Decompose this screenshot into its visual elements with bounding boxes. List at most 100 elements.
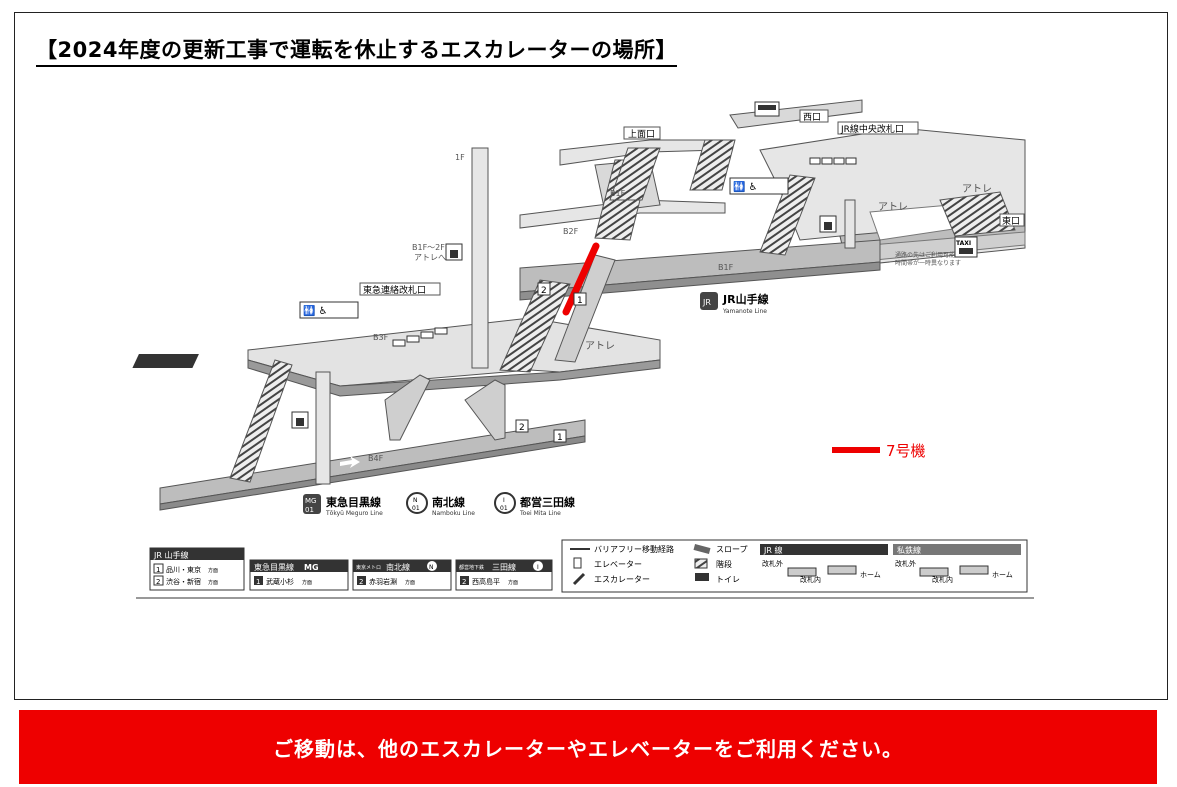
- svg-text:エスカレーター: エスカレーター: [594, 575, 650, 584]
- label-jr-central-gate: JR線中央改札口: [837, 121, 919, 135]
- taxi-icon: TAXI: [954, 236, 978, 258]
- svg-text:渋谷・新宿: 渋谷・新宿: [166, 577, 201, 586]
- svg-text:I: I: [503, 497, 505, 504]
- station-map: 1F B1F B1F B2F B3F B4F 上面口 西口 東口 JR線中央改札…: [132, 99, 1034, 599]
- svg-text:エレベーター: エレベーター: [594, 560, 642, 569]
- elevator-icon: [445, 243, 463, 261]
- svg-text:🚻 ♿: 🚻 ♿: [733, 180, 758, 193]
- svg-text:上面口: 上面口: [628, 129, 655, 140]
- svg-text:1: 1: [557, 433, 563, 443]
- svg-text:Toei Mita Line: Toei Mita Line: [519, 510, 561, 517]
- elevator-note-floor: B1F〜2F: [412, 243, 445, 252]
- svg-text:1: 1: [156, 566, 160, 574]
- svg-text:🚻 ♿: 🚻 ♿: [303, 304, 328, 317]
- svg-text:2: 2: [156, 578, 160, 586]
- label-higashiguchi: 東口: [999, 213, 1025, 227]
- floor-label-b4f: B4F: [368, 454, 384, 463]
- svg-text:ホーム: ホーム: [992, 571, 1013, 579]
- svg-text:トイレ: トイレ: [716, 575, 740, 584]
- svg-text:方面: 方面: [208, 579, 218, 586]
- toei-mita-label: I 01 都営三田線 Toei Mita Line: [494, 492, 575, 517]
- svg-text:1: 1: [577, 296, 583, 306]
- svg-text:南北線: 南北線: [386, 562, 410, 572]
- toilet-icon: 🚻 ♿: [729, 177, 789, 195]
- b1f-corridor: [519, 239, 881, 301]
- svg-text:JR 線: JR 線: [763, 545, 782, 555]
- elevator-icon: [291, 411, 309, 429]
- svg-text:2: 2: [519, 423, 525, 433]
- svg-text:2: 2: [462, 578, 466, 586]
- svg-text:都営三田線: 都営三田線: [519, 495, 575, 509]
- svg-text:01: 01: [305, 506, 314, 514]
- svg-text:スロープ: スロープ: [716, 545, 748, 554]
- legend-namboku-box: 東京メトロ 南北線 N 2 赤羽岩淵 方面: [352, 559, 452, 591]
- svg-text:東急目黒線: 東急目黒線: [254, 562, 294, 572]
- legend-jr-box: JR 山手線 1 品川・東京 方面 2 渋谷・新宿 方面: [149, 547, 245, 591]
- b4f-platform: [159, 419, 586, 511]
- svg-text:N: N: [429, 564, 434, 571]
- svg-text:西高島平: 西高島平: [472, 577, 500, 586]
- svg-text:方面: 方面: [508, 579, 518, 586]
- svg-text:西口: 西口: [803, 112, 821, 123]
- tokyu-meguro-label: MG 01 東急目黒線 Tōkyū Meguro Line: [303, 494, 383, 517]
- svg-text:JR 山手線: JR 山手線: [153, 550, 188, 560]
- svg-text:ホーム: ホーム: [860, 571, 881, 579]
- svg-text:01: 01: [412, 505, 420, 512]
- legend-symbols-box: バリアフリー移動経路 エレベーター エスカレーター スロープ 階段 トイレ JR…: [561, 539, 1028, 593]
- svg-text:品川・東京: 品川・東京: [166, 565, 201, 574]
- svg-text:階段: 階段: [716, 559, 732, 569]
- pillars: [315, 147, 856, 485]
- svg-text:TAXI: TAXI: [956, 240, 971, 247]
- svg-text:N: N: [413, 497, 418, 504]
- svg-text:I: I: [537, 564, 539, 571]
- svg-text:改札内: 改札内: [932, 575, 953, 584]
- floor-label-b2f: B2F: [563, 227, 579, 236]
- page-title: 【2024年度の更新工事で運転を休止するエスカレーターの場所】: [36, 34, 677, 67]
- svg-text:Namboku Line: Namboku Line: [432, 510, 475, 517]
- svg-text:改札外: 改札外: [895, 559, 916, 568]
- svg-text:都営地下鉄: 都営地下鉄: [459, 564, 484, 571]
- floor-label-b3f: B3F: [373, 333, 389, 342]
- notice-banner: ご移動は、他のエスカレーターやエレベーターをご利用ください。: [19, 710, 1157, 784]
- svg-text:東京メトロ: 東京メトロ: [356, 564, 381, 571]
- svg-text:私鉄線: 私鉄線: [897, 545, 921, 555]
- jr-yamanote-label: JR JR山手線 Yamanote Line: [700, 292, 769, 315]
- svg-text:01: 01: [500, 505, 508, 512]
- gates: [392, 157, 857, 347]
- svg-text:Tōkyū Meguro Line: Tōkyū Meguro Line: [325, 510, 383, 517]
- svg-text:東口: 東口: [1002, 215, 1020, 227]
- svg-text:東急目黒線: 東急目黒線: [326, 495, 381, 509]
- svg-text:JR: JR: [702, 298, 711, 307]
- svg-text:方面: 方面: [302, 579, 312, 586]
- svg-text:改札内: 改札内: [800, 575, 821, 584]
- escalator-7-highlight: [562, 242, 600, 316]
- legend-mita-box: 都営地下鉄 三田線 I 2 西高島平 方面: [455, 559, 553, 591]
- floor-label-b1f-upper: B1F: [610, 189, 626, 198]
- svg-text:バリアフリー移動経路: バリアフリー移動経路: [594, 544, 674, 554]
- svg-text:Yamanote Line: Yamanote Line: [722, 308, 767, 315]
- elevator-icon: [819, 215, 837, 233]
- legend-tokyu-box: 東急目黒線 MG 1 武蔵小杉 方面: [249, 559, 349, 591]
- toilet-icon: 🚻 ♿: [299, 301, 359, 319]
- svg-text:方面: 方面: [208, 567, 218, 574]
- label-atre-upper: アトレ: [962, 184, 992, 195]
- svg-text:MG: MG: [304, 563, 319, 572]
- svg-text:7号機: 7号機: [886, 442, 926, 460]
- svg-text:赤羽岩淵: 赤羽岩淵: [369, 577, 397, 586]
- elevator-note-atre: アトレへ: [414, 253, 446, 262]
- floor-label-1f: 1F: [455, 153, 465, 162]
- platform-marker-1-lower: 1: [553, 429, 567, 443]
- svg-text:方面: 方面: [405, 579, 415, 586]
- passage-note-2: 時間帯が一時異なります: [895, 259, 961, 267]
- svg-text:1: 1: [256, 578, 260, 586]
- svg-text:三田線: 三田線: [492, 562, 516, 572]
- label-shomenguchi: 上面口: [623, 126, 661, 140]
- highlight-legend: 7号機: [832, 442, 926, 460]
- escalators: [229, 139, 816, 483]
- label-atre-middle: アトレ: [878, 202, 908, 213]
- svg-text:2: 2: [359, 578, 363, 586]
- svg-text:JR山手線: JR山手線: [722, 292, 769, 306]
- diagram-frame: [14, 12, 1168, 700]
- svg-text:武蔵小杉: 武蔵小杉: [266, 577, 294, 586]
- bus-icon: [754, 101, 780, 117]
